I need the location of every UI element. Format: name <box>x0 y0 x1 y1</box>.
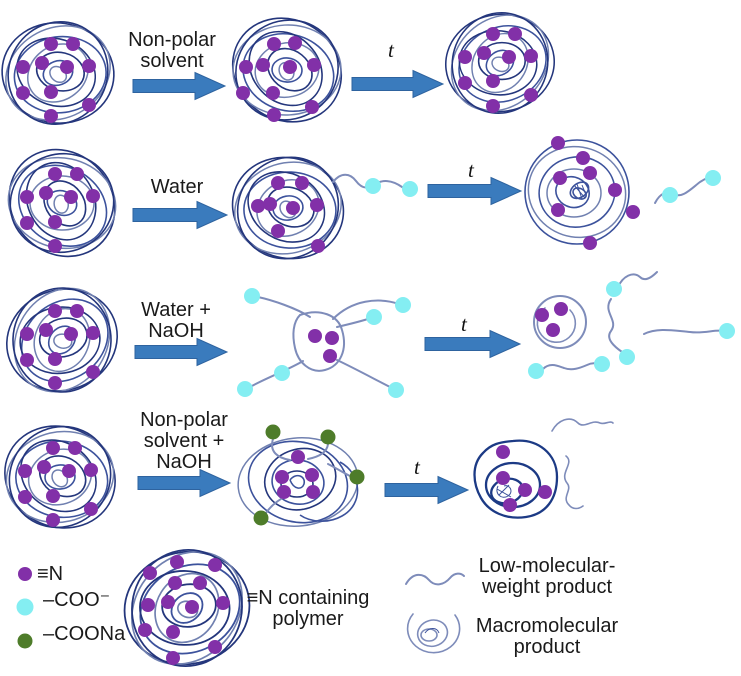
legend-polymer-label: ≡N containing polymer <box>246 587 370 630</box>
nitrile-dots <box>458 27 538 113</box>
coil-with-carboxylate-shell <box>237 424 365 527</box>
legend-nitrile-label: ≡N <box>37 563 64 585</box>
condition-arrow <box>137 468 232 498</box>
row2-time-label: t <box>468 158 474 182</box>
time-arrow <box>424 329 522 359</box>
low-mw-products <box>551 418 614 510</box>
nitrile-dots <box>251 176 325 253</box>
nitrile-dots <box>16 37 96 123</box>
legend-low-mw-squiggle <box>405 572 465 586</box>
legend-macromolecule-icon <box>406 613 461 654</box>
carboxylate-dot <box>402 181 418 197</box>
condition-arrow <box>134 337 229 367</box>
carboxylate-dot <box>662 187 678 203</box>
row4-time-label: t <box>414 455 420 479</box>
nitrile-dots <box>20 304 100 390</box>
legend-low-mw-label: Low-molecular- weight product <box>478 555 616 598</box>
swollen-coil <box>524 139 630 245</box>
legend-carboxylate-label: –COO⁻ <box>43 589 111 611</box>
polymer-coil <box>416 0 584 147</box>
condition-arrow <box>132 71 227 101</box>
nitrile-dots <box>236 36 321 122</box>
row2-condition-label: Water <box>150 176 204 198</box>
legend-sodium-carboxylate-label: –COONa <box>43 623 126 645</box>
legend-macro-label: Macromolecular product <box>475 615 619 658</box>
row1-time-label: t <box>388 38 394 62</box>
time-arrow <box>427 176 523 206</box>
macromolecular-product <box>533 295 587 349</box>
carboxylate-dot <box>365 178 381 194</box>
nitrile-dots <box>138 555 230 665</box>
condition-arrow <box>132 200 229 230</box>
time-arrow <box>384 475 470 505</box>
compact-macromolecular-product <box>473 439 559 519</box>
row1-condition-label: Non-polar solvent <box>128 29 216 72</box>
nitrile-dots <box>551 136 640 250</box>
row3-time-label: t <box>461 312 467 336</box>
time-arrow <box>351 69 445 99</box>
nitrile-dots <box>20 167 100 253</box>
nitrile-legend-dot <box>18 567 32 581</box>
row4-condition-label: Non-polar solvent + NaOH <box>140 409 228 473</box>
nitrile-dots <box>18 441 98 527</box>
row3-condition-label: Water + NaOH <box>141 299 211 342</box>
carboxylate-legend-dot <box>16 598 34 616</box>
sodium-carboxylate-legend-dot <box>17 633 33 649</box>
carboxylate-dot <box>705 170 721 186</box>
unfolded-polymer <box>237 288 411 398</box>
low-mw-products <box>528 271 735 379</box>
